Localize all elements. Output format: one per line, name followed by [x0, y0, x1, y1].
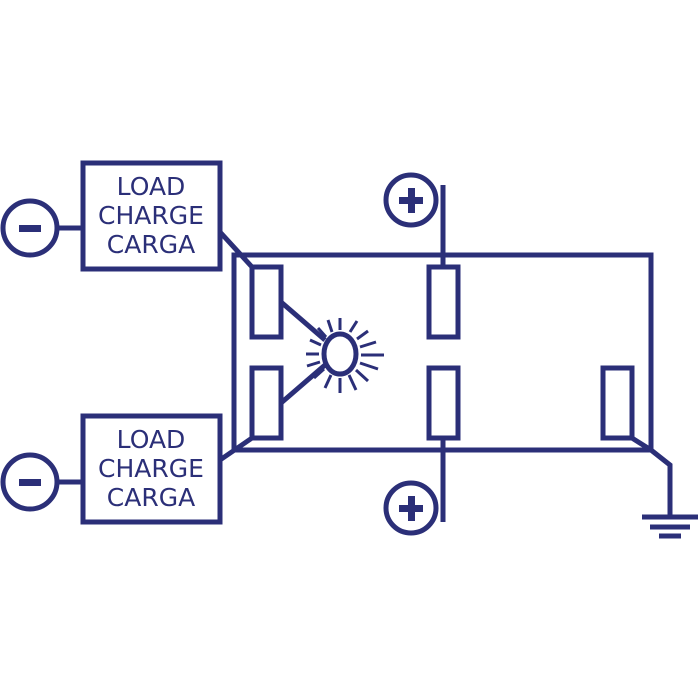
fuse-middle-top [426, 264, 461, 340]
load-box-top-line3: CARGA [107, 230, 195, 259]
wire-load-bottom [218, 435, 254, 463]
load-box-bottom-line1: LOAD [117, 425, 186, 454]
fuse-right [600, 365, 635, 441]
load-box-bottom-line2: CHARGE [98, 454, 204, 483]
load-box-bottom: LOAD CHARGE CARGA [80, 413, 223, 525]
load-box-bottom-line3: CARGA [107, 483, 195, 512]
load-box-top-line2: CHARGE [98, 201, 204, 230]
load-box-top: LOAD CHARGE CARGA [80, 160, 223, 272]
plus-circle-icon [383, 480, 439, 536]
minus-circle-icon [0, 452, 83, 512]
minus-circle-icon [0, 198, 83, 258]
fuse-left-bottom [249, 365, 284, 441]
main-enclosure [231, 252, 654, 453]
wire-load-top [218, 230, 254, 269]
fuse-left-top [249, 264, 284, 340]
ground-icon [630, 435, 698, 539]
lamp-burst-icon [279, 300, 384, 405]
load-box-top-line1: LOAD [117, 172, 186, 201]
plus-circle-icon [383, 172, 439, 228]
fuse-middle-bottom [426, 365, 461, 441]
